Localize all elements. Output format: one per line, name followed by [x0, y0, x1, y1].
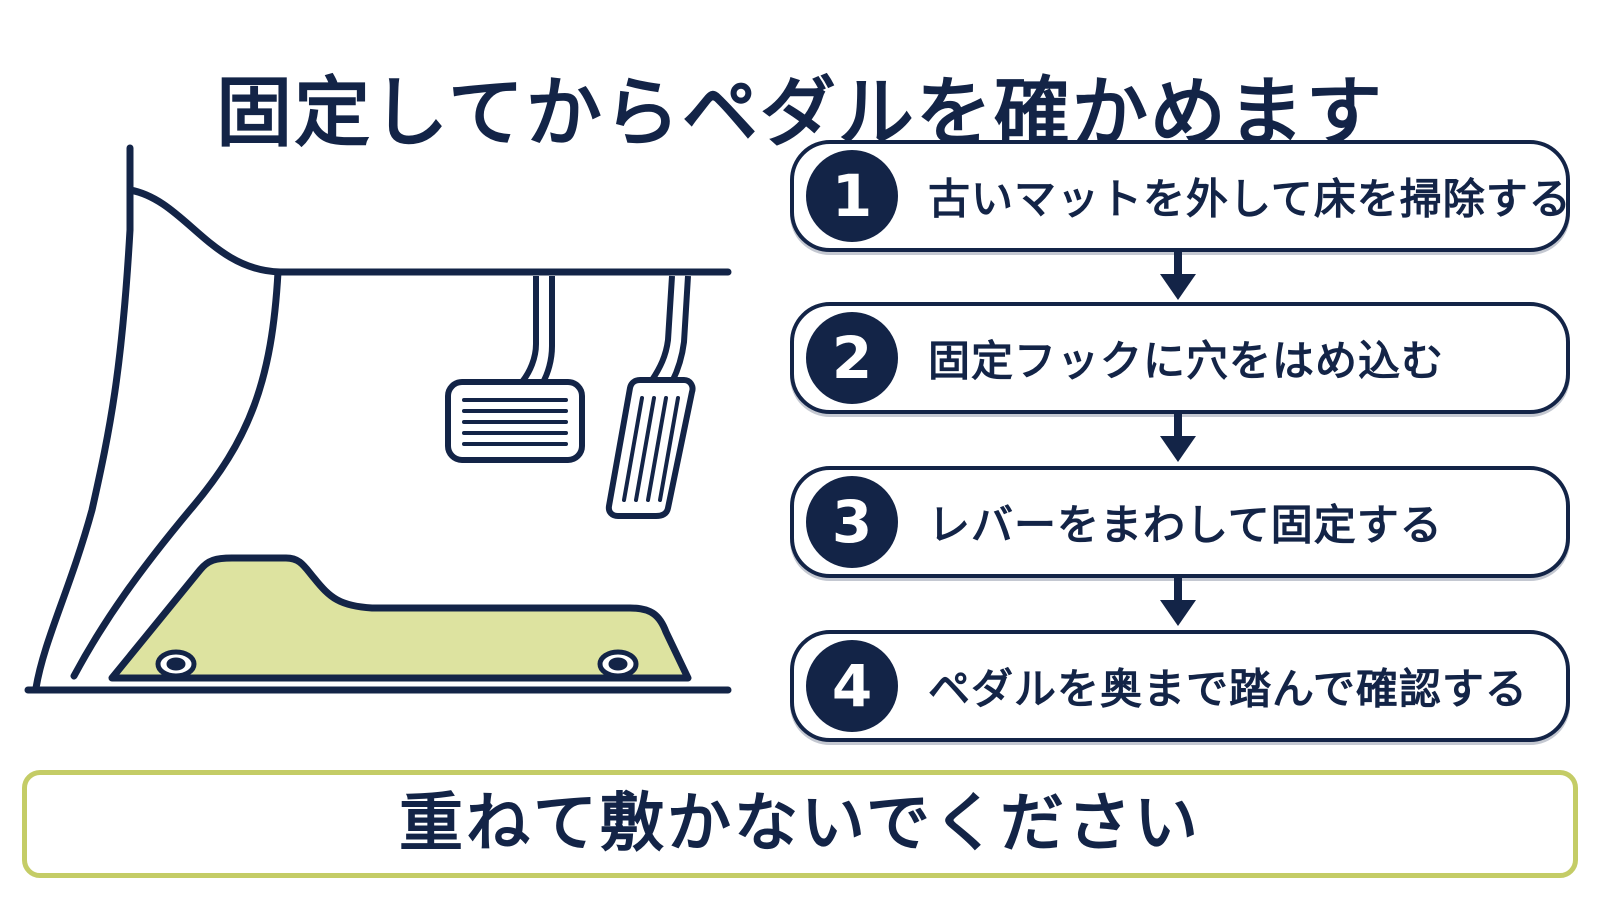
step-label: ペダルを奥まで踏んで確認する	[928, 664, 1528, 714]
step-label: 古いマットを外して床を掃除する	[928, 174, 1572, 224]
brake-pedal	[445, 276, 585, 463]
footwell-outer-wall	[32, 144, 134, 692]
step-1: 1 古いマットを外して床を掃除する	[790, 140, 1572, 252]
step-label: 固定フックに穴をはめ込む	[928, 336, 1445, 386]
mat-hook-left	[155, 649, 197, 679]
arrow-down-icon	[1160, 414, 1196, 462]
inner-panel-edge	[70, 268, 282, 680]
step-label: レバーをまわして固定する	[928, 500, 1443, 550]
step-number: 3	[806, 476, 898, 568]
step-3: 3 レバーをまわして固定する	[790, 466, 1570, 578]
firewall-curve	[126, 186, 732, 276]
warning-text: 重ねて敷かないでください	[398, 787, 1202, 861]
mat-hook-right	[597, 649, 639, 679]
arrow-down-icon	[1160, 252, 1196, 300]
step-number: 1	[806, 150, 898, 242]
floor-mat	[108, 554, 692, 682]
step-4: 4 ペダルを奥まで踏んで確認する	[790, 630, 1570, 742]
car-footwell-illustration	[24, 144, 732, 694]
steps-flow: 1 古いマットを外して床を掃除する 2 固定フックに穴をはめ込む 3 レバーをま…	[790, 0, 1580, 760]
accelerator-pedal	[605, 275, 696, 519]
arrow-down-icon	[1160, 578, 1196, 626]
step-2: 2 固定フックに穴をはめ込む	[790, 302, 1570, 414]
warning-banner: 重ねて敷かないでください	[22, 770, 1578, 878]
step-number: 4	[806, 640, 898, 732]
step-number: 2	[806, 312, 898, 404]
